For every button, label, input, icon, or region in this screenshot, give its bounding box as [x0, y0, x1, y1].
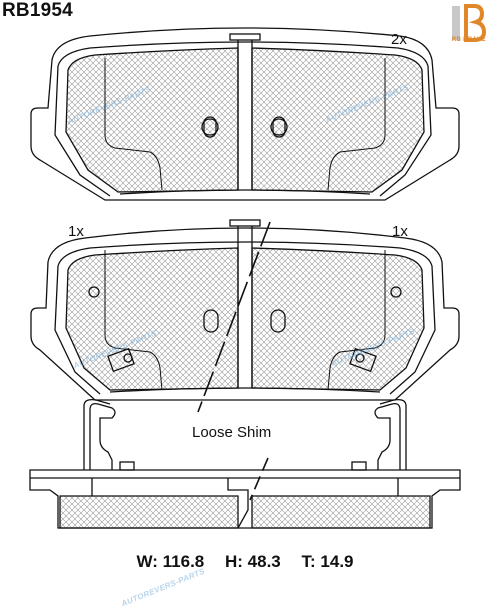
loose-shim-label: Loose Shim	[191, 424, 273, 441]
right-spring-clip	[374, 402, 401, 470]
top-brake-pad	[30, 27, 460, 201]
left-pad-quantity: 1x	[68, 223, 84, 240]
left-spring-clip	[89, 402, 116, 470]
logo-text: RB BRAKE	[451, 37, 486, 43]
shim-friction-layer	[59, 495, 239, 529]
part-code: RB1954	[2, 0, 73, 21]
loose-shim	[29, 398, 461, 529]
top-pad-quantity: 2x	[391, 31, 407, 48]
height-dimension: H: 48.3	[224, 552, 281, 571]
right-pad-quantity: 1x	[392, 223, 408, 240]
top-pad-friction-material	[65, 47, 239, 193]
top-pad-backing-plate	[30, 27, 460, 201]
thickness-dimension: T: 14.9	[301, 552, 354, 571]
rb-brake-logo	[452, 4, 487, 42]
bottom-pad-friction-material	[65, 247, 239, 391]
dimensions: W: 116.8 H: 48.3 T: 14.9	[0, 552, 490, 572]
width-dimension: W: 116.8	[136, 552, 205, 571]
bottom-pad-backing-plate	[30, 227, 460, 401]
bottom-brake-pad	[30, 219, 460, 413]
